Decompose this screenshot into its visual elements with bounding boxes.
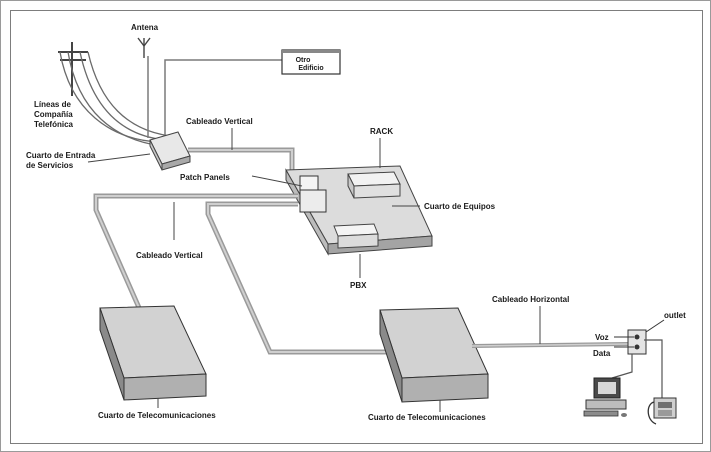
wall-outlet [627, 329, 647, 355]
telecom-room-right-label: Cuarto de Telecomunicaciones [368, 413, 486, 422]
vertical-cabling-top-label: Cableado Vertical [186, 117, 253, 126]
horizontal-cabling-label: Cableado Horizontal [492, 295, 569, 304]
otro-edificio-box [281, 49, 341, 75]
data-cable [611, 354, 633, 379]
vertical-cabling-left-label: Cableado Vertical [136, 251, 203, 260]
entrance-services-box [149, 131, 191, 171]
rack-unit [347, 171, 401, 199]
telephone-lines-label-line3: Telefónica [34, 120, 74, 129]
computer-icon [583, 377, 627, 417]
otro-edificio-label-line1: Otro [296, 57, 311, 64]
entrance-room-label-line1: Cuarto de Entrada [26, 151, 96, 160]
telephone-lines [59, 51, 171, 147]
telephone-lines-label-line1: Líneas de [34, 100, 71, 109]
pbx-label: PBX [350, 281, 367, 290]
telecom-room-right-box [379, 307, 489, 403]
telephone-lines-label-line2: Compañía [34, 110, 73, 119]
telecom-room-left-box [99, 305, 207, 401]
entrance-room-label-line2: de Servicios [26, 161, 74, 170]
utility-pole [58, 42, 88, 96]
patch-panels-label: Patch Panels [180, 173, 230, 182]
patch-panel-unit [299, 175, 327, 213]
data-label: Data [593, 349, 611, 358]
otro-edificio-label-line2: Edificio [298, 65, 323, 72]
antenna-label: Antena [131, 23, 159, 32]
pbx-unit [333, 223, 379, 249]
rack-label: RACK [370, 127, 393, 136]
telephone-icon [647, 397, 677, 425]
voice-cable [644, 339, 663, 398]
equipment-room-platform [285, 165, 433, 256]
voice-label: Voz [595, 333, 609, 342]
telecom-room-left-label: Cuarto de Telecomunicaciones [98, 411, 216, 420]
building-link-cable [164, 59, 282, 138]
antenna-icon [137, 37, 151, 58]
equipment-room-label: Cuarto de Equipos [424, 202, 496, 211]
outlet-label: outlet [664, 311, 686, 320]
